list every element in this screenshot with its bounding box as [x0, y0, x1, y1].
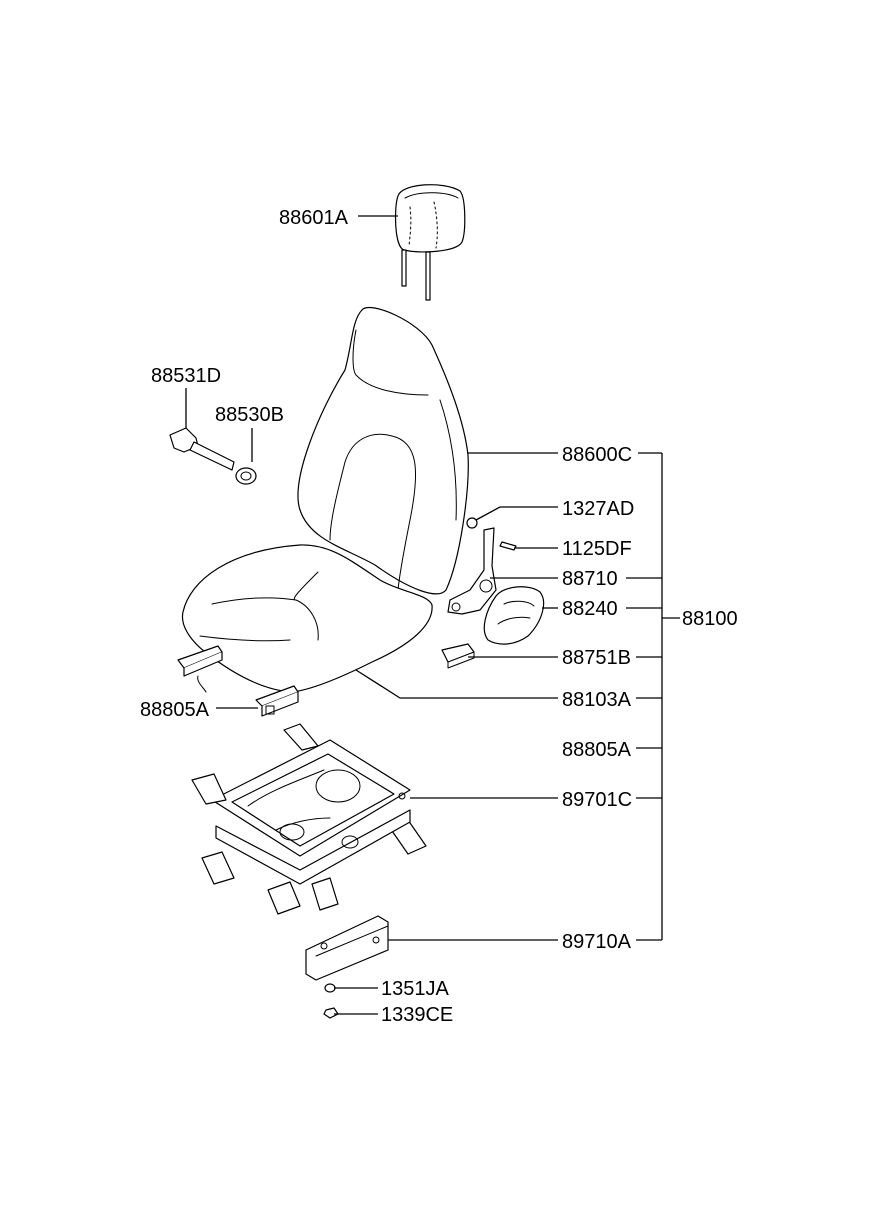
label-88530B: 88530B — [215, 404, 284, 426]
recliner-mechanism-illustration — [441, 517, 545, 669]
label-88805A-right: 88805A — [562, 739, 632, 761]
label-88531D: 88531D — [151, 365, 221, 387]
label-88240: 88240 — [562, 598, 618, 620]
seat-back-illustration — [297, 306, 469, 595]
label-88710: 88710 — [562, 568, 618, 590]
label-1125DF: 1125DF — [562, 538, 632, 560]
label-88100: 88100 — [682, 608, 738, 630]
fasteners-illustration — [323, 983, 339, 1019]
label-88751B: 88751B — [562, 647, 631, 669]
label-1339CE: 1339CE — [381, 1004, 453, 1026]
mounting-bracket-illustration — [305, 915, 389, 981]
part-labels: 88601A 88531D 88530B 88600C 1327AD 1125D… — [140, 207, 738, 1026]
seat-cushion-illustration — [181, 544, 433, 693]
label-89701C: 89701C — [562, 789, 632, 811]
label-89710A: 89710A — [562, 931, 632, 953]
label-88103A: 88103A — [562, 689, 632, 711]
assembly-group-bracket — [626, 452, 680, 941]
label-88805A-left: 88805A — [140, 699, 210, 721]
leader-lines — [185, 215, 558, 1015]
label-1351JA: 1351JA — [381, 978, 449, 1000]
label-88601A: 88601A — [279, 207, 349, 229]
headrest-illustration — [394, 184, 466, 301]
seat-track-frame-illustration — [191, 723, 427, 915]
recline-knob-illustration — [169, 427, 257, 485]
label-88600C: 88600C — [562, 444, 632, 466]
label-1327AD: 1327AD — [562, 498, 634, 520]
seat-rail-illustration — [177, 645, 299, 717]
